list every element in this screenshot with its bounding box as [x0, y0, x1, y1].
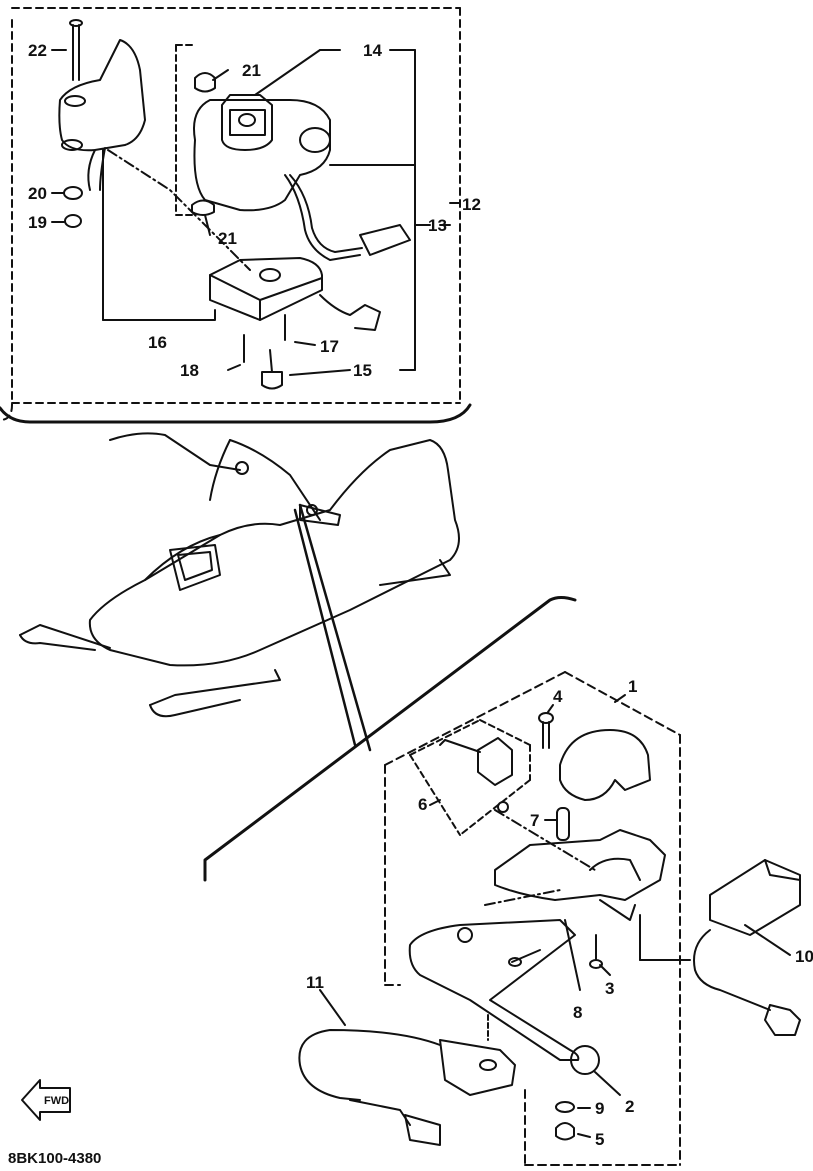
callout-15: 15	[353, 361, 372, 380]
screw-part-8	[508, 949, 541, 967]
callout-20: 20	[28, 184, 47, 203]
switch-part-10	[693, 859, 801, 1036]
fwd-arrow-label: FWD	[44, 1095, 69, 1107]
callout-13: 13	[428, 216, 447, 235]
callout-21-top: 21	[242, 61, 261, 80]
callout-18: 18	[180, 361, 199, 380]
bracket-part-22	[58, 19, 146, 191]
lever-clamp-6	[439, 737, 513, 813]
callout-11: 11	[306, 973, 324, 992]
callout-10: 10	[795, 947, 813, 966]
callout-7: 7	[530, 811, 539, 830]
callout-22: 22	[28, 41, 47, 60]
assembly-box-1	[384, 671, 681, 1166]
callout-21-bottom: 21	[218, 229, 237, 248]
callout-2: 2	[625, 1097, 634, 1116]
callout-3: 3	[605, 979, 614, 998]
grommet-part-21-bottom	[191, 199, 215, 216]
callout-17: 17	[320, 337, 339, 356]
switch-housing-part-14	[193, 94, 411, 261]
drawing-code: 8BK100-4380	[8, 1150, 101, 1167]
switch-base-part-16	[209, 257, 381, 331]
callout-4: 4	[553, 687, 563, 706]
nut-part-5	[555, 1122, 575, 1141]
grommet-part-21-top	[194, 72, 216, 93]
callout-1: 1	[628, 677, 637, 696]
pin-part-7	[556, 807, 570, 841]
callout-8: 8	[573, 1003, 582, 1022]
callout-12: 12	[462, 195, 481, 214]
assembly-box-6	[409, 719, 531, 836]
section-divider	[203, 596, 577, 882]
callout-5: 5	[595, 1130, 604, 1149]
callout-14: 14	[363, 41, 382, 60]
inset-box-12	[0, 7, 472, 424]
lever-bracket	[494, 829, 666, 921]
throttle-sensor-part-11	[298, 1029, 516, 1146]
bolt-part-4	[538, 712, 554, 749]
callout-16: 16	[148, 333, 167, 352]
throttle-lever-part-2	[408, 919, 600, 1075]
callout-19: 19	[28, 213, 47, 232]
bolt-part-15	[261, 349, 283, 390]
bolt-part-3	[589, 934, 603, 969]
nut-part-19	[64, 214, 82, 228]
fwd-arrow-icon	[21, 1079, 71, 1121]
washer-part-20	[63, 186, 83, 200]
snowmobile-outline	[19, 432, 460, 752]
lever-cover	[559, 729, 651, 801]
callout-6: 6	[418, 795, 427, 814]
callout-9: 9	[595, 1099, 604, 1118]
callout-labels: 22 21 14 20 19 21 13 12 16 17 18 15 1 4 …	[8, 41, 813, 1167]
washer-part-9	[555, 1101, 575, 1113]
